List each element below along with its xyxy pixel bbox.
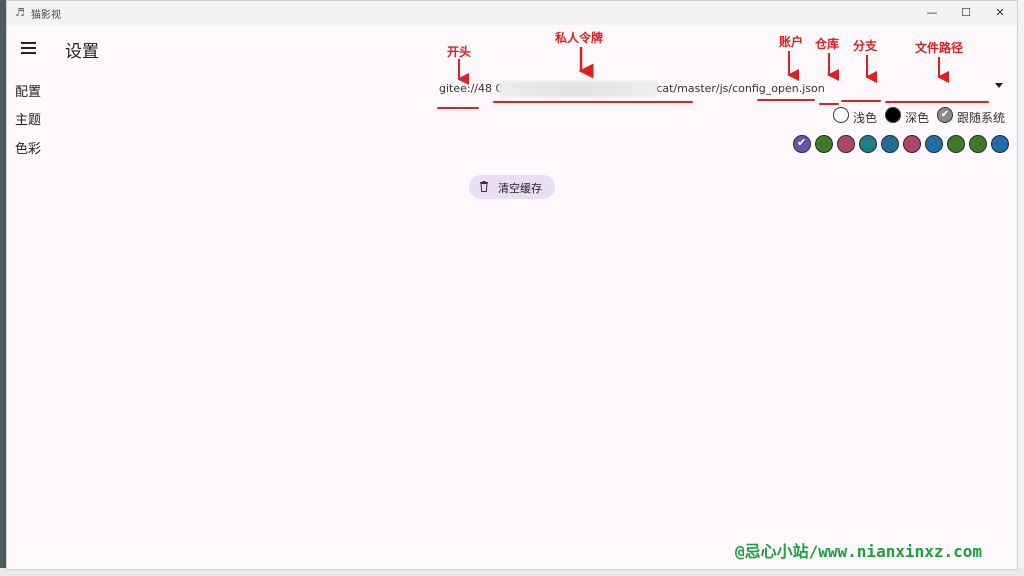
annotation-token: 私人令牌 [555, 31, 604, 45]
check-icon: ✔ [797, 136, 807, 149]
desktop-background-left [0, 0, 6, 576]
underline-prefix [437, 107, 479, 109]
maximize-button[interactable]: ☐ [961, 6, 971, 19]
minimize-button[interactable]: — [926, 6, 938, 19]
annotation-account: 账户 [779, 35, 804, 49]
redacted-token-blur [499, 81, 657, 97]
color-swatch[interactable] [859, 135, 877, 153]
window-title: 猫影视 [31, 10, 61, 21]
underline-repo [819, 103, 839, 105]
hamburger-menu-icon[interactable] [21, 39, 39, 57]
watermark-text: @忌心小站/www.nianxinxz.com [735, 542, 983, 561]
annotation-filepath: 文件路径 [915, 41, 964, 55]
title-bar: ♬ 猫影视 — ☐ ✕ [7, 1, 1017, 25]
theme-label: 主题 [15, 113, 42, 128]
color-swatch[interactable] [881, 135, 899, 153]
radio-system-checked-icon[interactable]: ✔ [937, 107, 953, 123]
desktop-background-right [1014, 0, 1024, 576]
underline-token [493, 101, 693, 103]
underline-account [757, 99, 815, 101]
app-window: ♬ 猫影视 — ☐ ✕ 设置 配置 主题 色彩 gitee://48 06d3@… [6, 0, 1018, 570]
desktop-taskbar-strip [0, 568, 1024, 576]
close-button[interactable]: ✕ [995, 6, 1005, 19]
annotation-branch: 分支 [853, 39, 878, 53]
annotation-repo: 仓库 [815, 37, 840, 51]
color-label: 色彩 [15, 142, 42, 157]
app-icon: ♬ [15, 6, 25, 19]
color-swatch[interactable] [837, 135, 855, 153]
config-label: 配置 [15, 85, 42, 100]
color-swatch[interactable] [903, 135, 921, 153]
dropdown-arrow-icon[interactable] [995, 83, 1003, 88]
annotation-prefix: 开头 [447, 45, 472, 59]
radio-light-icon[interactable] [833, 107, 849, 123]
clear-cache-button[interactable]: 清空缓存 [469, 175, 555, 199]
color-swatch[interactable] [815, 135, 833, 153]
theme-option-label: 跟随系统 [957, 111, 1006, 125]
color-swatch[interactable]: ✔ [793, 135, 811, 153]
trash-icon [480, 181, 488, 192]
radio-dark-icon[interactable] [885, 107, 901, 123]
page-title: 设置 [65, 42, 99, 62]
theme-option-dark[interactable]: 深色 [885, 107, 935, 127]
color-swatch[interactable] [925, 135, 943, 153]
theme-option-light[interactable]: 浅色 [833, 107, 883, 127]
underline-filepath [885, 101, 989, 103]
color-swatch[interactable] [969, 135, 987, 153]
underline-branch [841, 100, 881, 102]
theme-option-label: 浅色 [853, 111, 878, 125]
theme-option-label: 深色 [905, 111, 930, 125]
color-swatch[interactable] [947, 135, 965, 153]
theme-option-system[interactable]: ✔ 跟随系统 [937, 107, 1011, 127]
clear-cache-label: 清空缓存 [498, 182, 542, 195]
color-swatch[interactable] [991, 135, 1009, 153]
